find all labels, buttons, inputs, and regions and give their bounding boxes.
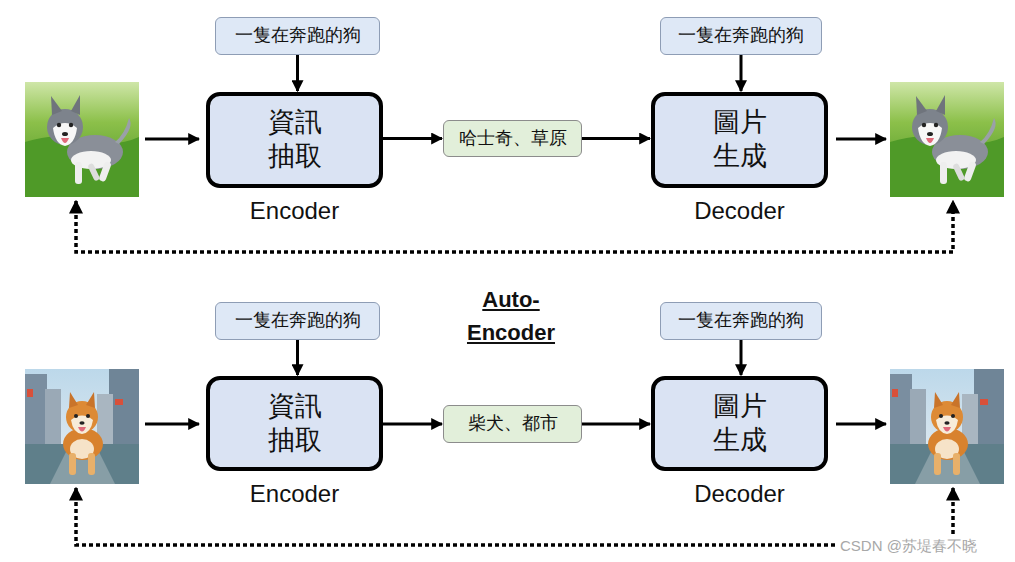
prompt-box: 一隻在奔跑的狗 [660,17,822,55]
husky-image [890,82,1004,197]
husky-image [25,82,139,197]
process-box-outline: 圖片 生成 [651,92,828,188]
node-heading: Encoder [206,197,383,225]
process-box-outline: 資訊 抽取 [206,92,383,188]
feature-box-outline: 柴犬、都市 [443,405,582,443]
prompt-box: 一隻在奔跑的狗 [215,302,380,340]
process-box: 圖片 生成 Decoder [651,376,828,508]
node-text: 一隻在奔跑的狗 [678,25,804,47]
node-text: 一隻在奔跑的狗 [235,25,361,47]
node-heading: Encoder [206,480,383,508]
prompt-box-outline: 一隻在奔跑的狗 [215,17,380,55]
process-box-outline: 圖片 生成 [651,376,828,471]
node-text: 一隻在奔跑的狗 [678,310,804,332]
prompt-box-outline: 一隻在奔跑的狗 [660,17,822,55]
feature-box-outline: 哈士奇、草原 [443,120,582,157]
node-heading: Decoder [651,480,828,508]
prompt-box: 一隻在奔跑的狗 [660,302,822,340]
process-box: 圖片 生成 Decoder [651,92,828,225]
process-box: 資訊 抽取 Encoder [206,376,383,508]
feature-box: 哈士奇、草原 [443,120,582,157]
node-text: 資訊 抽取 [259,106,329,174]
process-box: 資訊 抽取 Encoder [206,92,383,225]
input-arrow [145,423,199,426]
flow-arrow [740,340,743,375]
feature-box: 柴犬、都市 [443,405,582,443]
prompt-box-outline: 一隻在奔跑的狗 [215,302,380,340]
node-text: 資訊 抽取 [259,390,329,458]
node-heading: Decoder [651,197,828,225]
flow-arrow [383,423,442,426]
flow-arrow [296,340,299,375]
reconstruction-loop [76,488,953,545]
output-arrow [836,423,886,426]
flow-arrow [740,55,743,91]
output-arrow [836,138,886,141]
node-text: 一隻在奔跑的狗 [235,310,361,332]
prompt-box: 一隻在奔跑的狗 [215,17,380,55]
prompt-box-outline: 一隻在奔跑的狗 [660,302,822,340]
node-text: 哈士奇、草原 [459,128,567,150]
flow-arrow [582,423,650,426]
flow-arrow [582,137,650,140]
node-text: 圖片 生成 [704,106,774,174]
flow-arrow [383,137,442,140]
flow-arrow [296,55,299,91]
shiba-image [890,369,1004,484]
shiba-image [25,369,139,484]
process-box-outline: 資訊 抽取 [206,376,383,471]
node-text: 柴犬、都市 [468,413,558,435]
input-arrow [145,138,199,141]
node-text: 圖片 生成 [704,390,774,458]
reconstruction-loop [76,201,953,252]
watermark: CSDN @苏堤春不晓 [838,537,979,556]
center-title: Auto- Encoder [451,283,571,349]
